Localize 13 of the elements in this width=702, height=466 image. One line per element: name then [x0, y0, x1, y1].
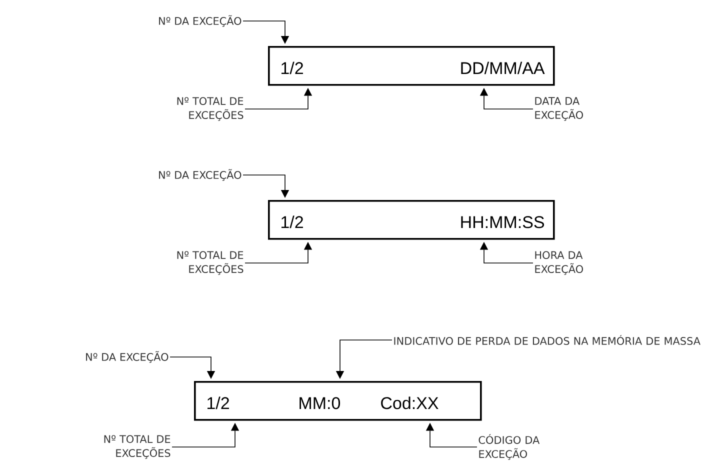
- callout-label: Nº TOTAL DE EXCEÇÕES: [104, 435, 170, 459]
- display-box: 1/2 DD/MM/AA: [268, 46, 555, 86]
- callout-label: HORA DA EXCEÇÃO: [535, 251, 583, 275]
- callout-label: CÓDIGO DA EXCEÇÃO: [478, 434, 540, 460]
- callout-label: Nº DA EXCEÇÃO: [159, 15, 242, 27]
- callout-label: Nº DA EXCEÇÃO: [159, 169, 242, 181]
- callout-label: DATA DA EXCEÇÃO: [535, 97, 583, 121]
- display-box: 1/2 MM:0 Cod:XX: [194, 381, 482, 421]
- callout-label: Nº TOTAL DE EXCEÇÕES: [177, 251, 244, 275]
- callout-label: INDICATIVO DE PERDA DE DADOS NA MEMÓRIA DE MASSA: [394, 335, 700, 345]
- display-box: 1/2 HH:MM:SS: [268, 200, 555, 240]
- callout-label: Nº DA EXCEÇÃO: [86, 351, 168, 363]
- callout-label: Nº TOTAL DE EXCEÇÕES: [177, 97, 244, 121]
